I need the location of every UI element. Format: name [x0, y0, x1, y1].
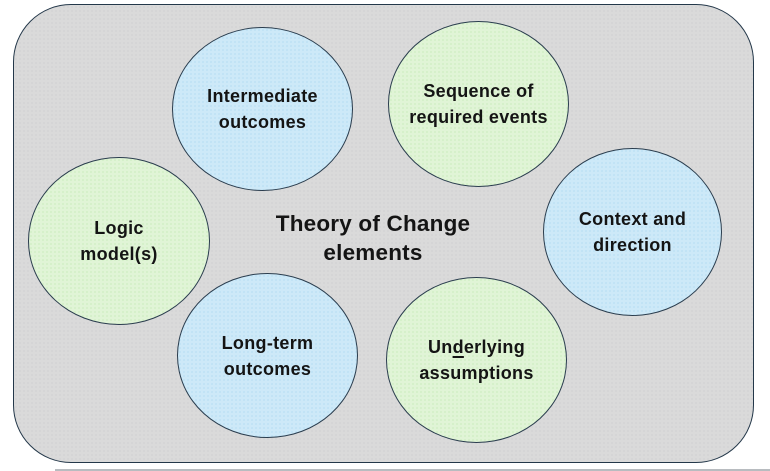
circle-label: Long-term outcomes: [222, 330, 314, 382]
circle-label-line: outcomes: [218, 112, 307, 132]
circle-label-line: Sequence of: [423, 81, 534, 101]
circle-label-line: Long-term: [221, 332, 314, 353]
circle-logic-models: Logic model(s): [28, 157, 210, 325]
circle-label: Logic model(s): [80, 215, 157, 267]
circle-label-line: required events: [409, 107, 548, 127]
circle-label-line: Logic: [94, 218, 144, 238]
circle-label: Sequence of required events: [409, 78, 548, 130]
circle-long-term-outcomes: Long-term outcomes: [177, 273, 358, 438]
circle-label-line: assumptions: [419, 363, 534, 383]
circle-label: Intermediate outcomes: [207, 83, 318, 135]
circle-underlying-assumptions: Underlying assumptions: [386, 277, 567, 443]
circle-label-line: Intermediate: [207, 86, 318, 106]
diagram-title-line2: elements: [323, 240, 423, 265]
diagram-title-line1: Theory of Change: [275, 211, 471, 236]
circle-sequence-of-required-events: Sequence of required events: [388, 21, 569, 187]
diagram-title: Theory of Change elements: [253, 209, 493, 267]
circle-label-line: direction: [593, 235, 672, 255]
underlined-letter: d: [452, 337, 464, 357]
circle-label-line: Context and: [578, 209, 687, 229]
circle-label-line: Underlying: [419, 334, 533, 360]
circle-label-line: model(s): [80, 244, 158, 264]
circle-label: Context and direction: [579, 206, 686, 258]
circle-label: Underlying assumptions: [419, 334, 533, 386]
label-text-segment: Un: [427, 337, 453, 357]
circle-label-line: outcomes: [223, 358, 312, 379]
circle-context-and-direction: Context and direction: [543, 148, 722, 316]
bottom-edge-line: [55, 469, 770, 471]
label-text-segment: erlying: [463, 337, 525, 357]
circle-intermediate-outcomes: Intermediate outcomes: [172, 27, 353, 191]
